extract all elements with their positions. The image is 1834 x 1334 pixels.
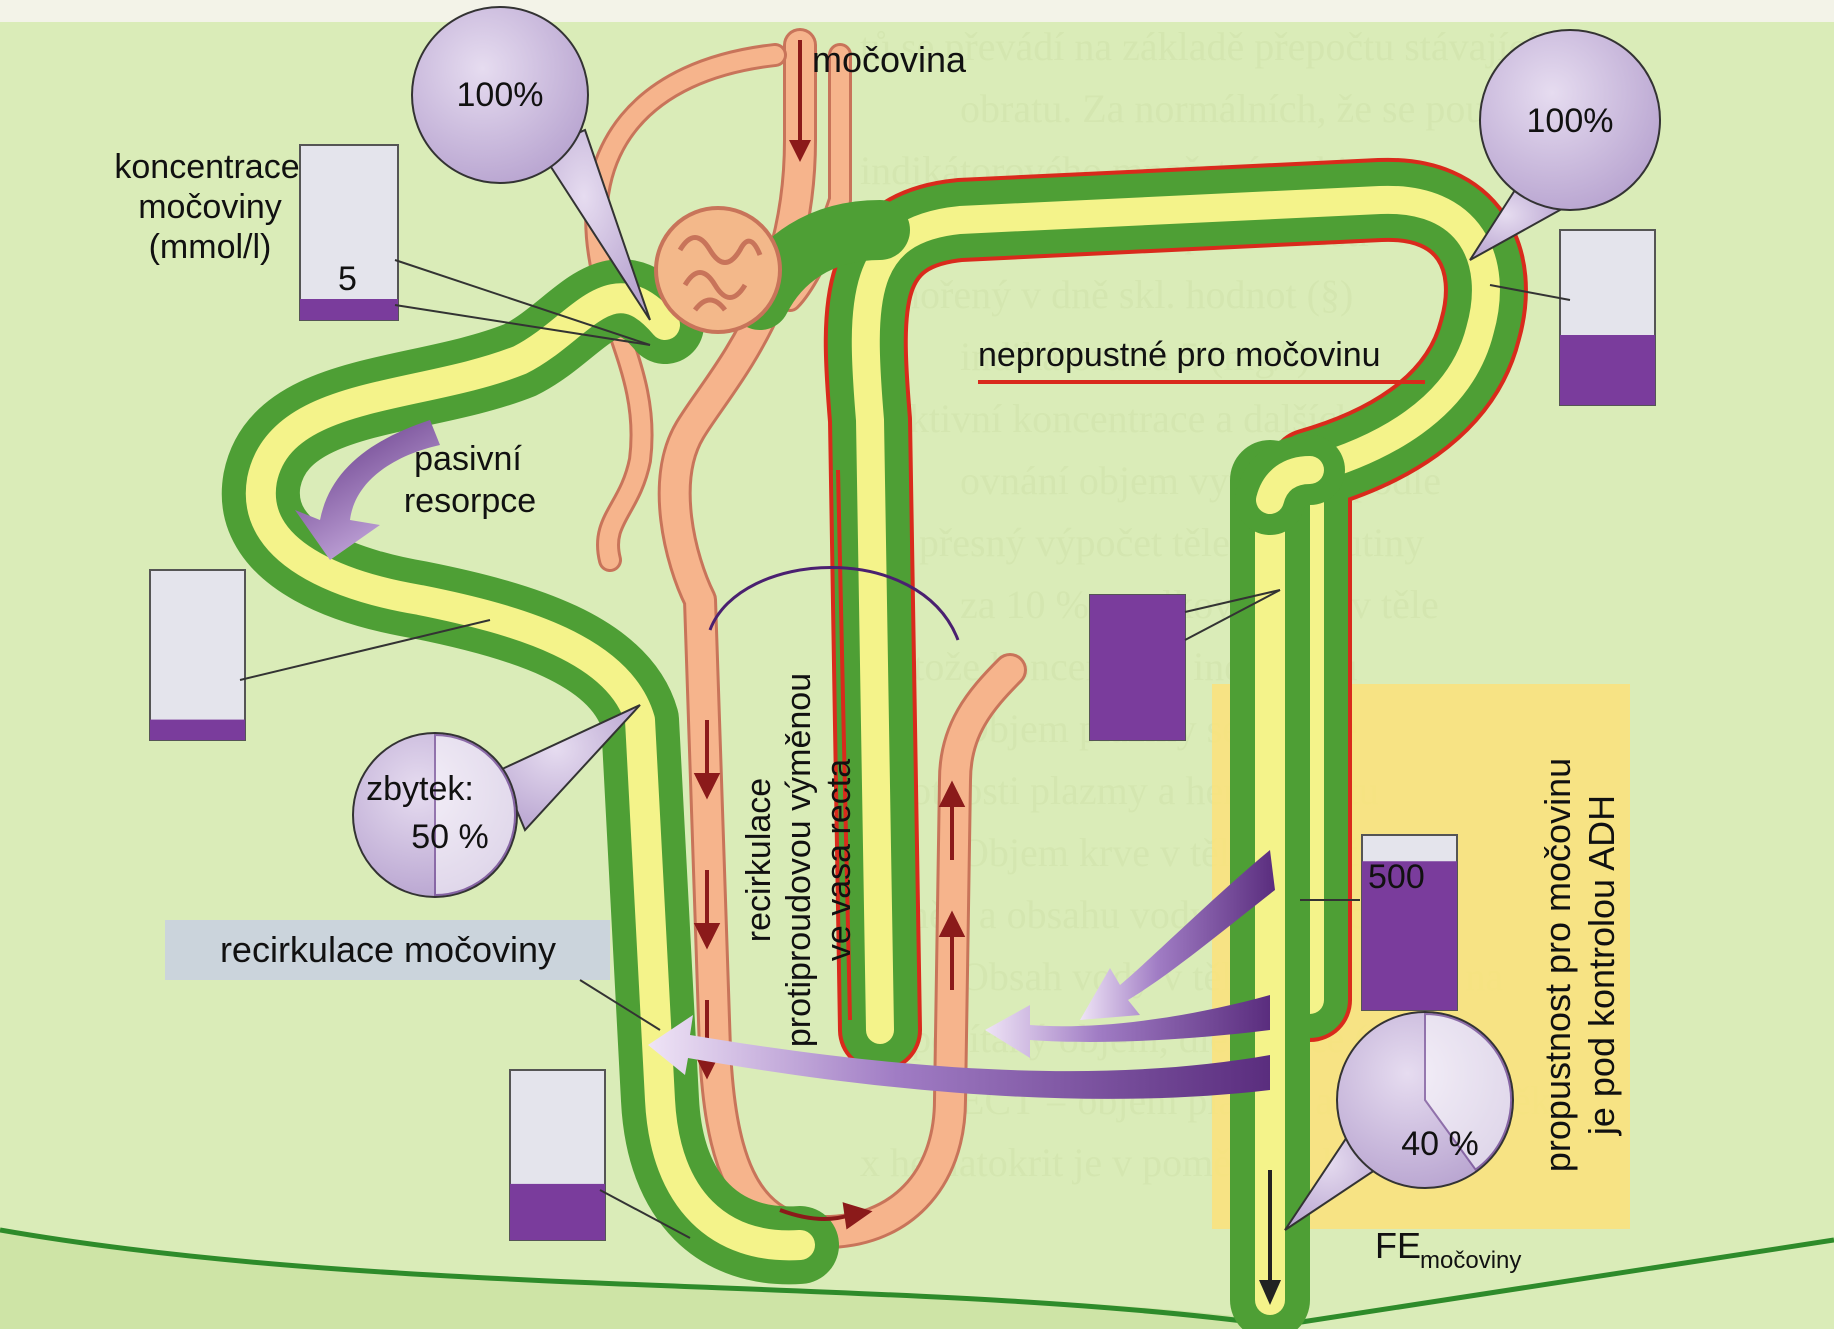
gauge-start-value: 5 bbox=[338, 260, 357, 298]
label-vasa-recta: recirkulace protiproudovou výměnou ve va… bbox=[740, 673, 858, 1047]
gauge-fill bbox=[300, 299, 398, 320]
concentration-gauge bbox=[149, 569, 246, 741]
gauge-fill bbox=[510, 1183, 605, 1240]
bubble-zbytek-value: 50 % bbox=[411, 818, 489, 856]
label-pasivni-1: pasivní bbox=[414, 440, 522, 478]
nephron-tubule bbox=[221, 157, 1528, 1334]
recirkulace-box bbox=[165, 920, 610, 980]
label-fe-sub: močoviny bbox=[1420, 1247, 1521, 1274]
bubble-distal: 100% bbox=[1469, 29, 1661, 261]
label-mocovina: močovina bbox=[812, 39, 967, 80]
pasivni-resorpce-arrow bbox=[295, 420, 440, 560]
boundary-line bbox=[0, 1227, 1276, 1328]
concentration-gauge bbox=[509, 1069, 606, 1241]
label-pasivni-2: resorpce bbox=[404, 482, 536, 520]
gauge-fill bbox=[1362, 861, 1457, 1010]
label-vasa-2: protiproudovou výměnou bbox=[780, 673, 818, 1047]
label-vasa-3: ve vasa recta bbox=[820, 759, 858, 961]
label-fe: FE bbox=[1375, 1225, 1421, 1266]
label-recirkulace-mocoviny: recirkulace močoviny bbox=[220, 929, 556, 970]
label-adh: propustnost pro močovinu je pod kontrolo… bbox=[1537, 758, 1622, 1172]
recirculation-arrows bbox=[648, 850, 1275, 1099]
glomerulus bbox=[654, 206, 782, 334]
gauge-fill bbox=[1560, 335, 1655, 405]
concentration-gauge bbox=[1361, 834, 1458, 1011]
label-koncentrace-3: (mmol/l) bbox=[149, 228, 272, 266]
concentration-gauge bbox=[299, 144, 399, 321]
label-koncentrace-2: močoviny bbox=[138, 188, 282, 226]
gauge-end-value: 500 bbox=[1368, 858, 1425, 896]
leader-lines bbox=[239, 259, 1571, 1239]
label-adh-2: je pod kontrolou ADH bbox=[1581, 795, 1622, 1136]
bubble-distal-value: 100% bbox=[1527, 102, 1614, 140]
bubble-zbytek: zbytek: 50 % bbox=[352, 704, 641, 898]
bubble-zbytek-label: zbytek: bbox=[366, 770, 474, 808]
bubble-glomerulus: 100% bbox=[411, 6, 651, 321]
bubble-collecting-value: 40 % bbox=[1401, 1125, 1479, 1163]
gauge-fill bbox=[150, 719, 245, 740]
bubble-glomerulus-value: 100% bbox=[457, 76, 544, 114]
label-adh-1: propustnost pro močovinu bbox=[1537, 758, 1578, 1172]
concentration-gauge bbox=[1559, 229, 1656, 406]
gauge-fill bbox=[1090, 595, 1185, 740]
label-koncentrace-1: koncentrace bbox=[114, 148, 299, 186]
label-vasa-1: recirkulace bbox=[740, 778, 778, 942]
bubble-collecting: 40 % bbox=[1284, 1011, 1514, 1231]
label-nepropustne: nepropustné pro močovinu bbox=[978, 336, 1381, 374]
countercurrent-arc bbox=[708, 566, 960, 641]
concentration-gauge bbox=[1089, 594, 1186, 741]
